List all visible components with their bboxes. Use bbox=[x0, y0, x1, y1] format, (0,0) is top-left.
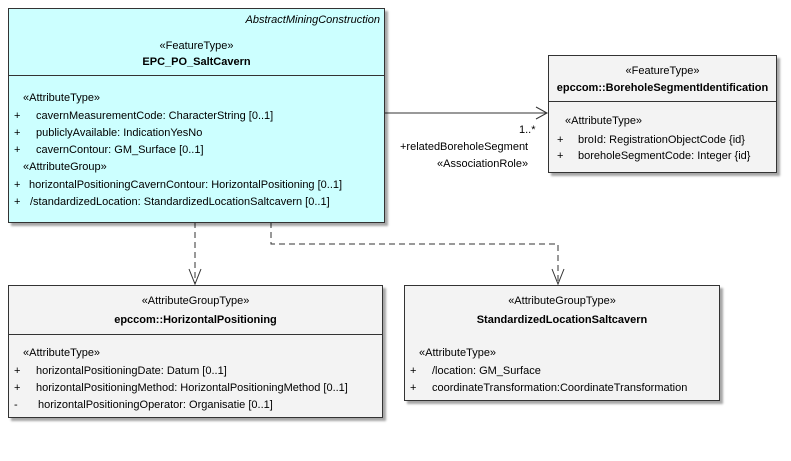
association-related-borehole-segment[interactable] bbox=[384, 106, 549, 120]
visibility-marker: + bbox=[14, 382, 21, 394]
attribute-text: cavernContour: GM_Surface [0..1] bbox=[36, 144, 204, 156]
attribute-row[interactable]: + coordinateTransformation:CoordinateTra… bbox=[405, 380, 719, 397]
compartment-divider bbox=[9, 334, 382, 335]
visibility-marker: + bbox=[14, 110, 21, 122]
attribute-text: horizontalPositioningOperator: Organisat… bbox=[38, 399, 273, 411]
association-multiplicity: 1..* bbox=[519, 124, 536, 136]
class-borehole-segment-identification[interactable]: «FeatureType» epccom::BoreholeSegmentIde… bbox=[548, 55, 777, 173]
class-name: epccom::HorizontalPositioning bbox=[114, 314, 277, 326]
attribute-text: cavernMeasurementCode: CharacterString [… bbox=[36, 110, 274, 122]
attribute-text: publiclyAvailable: IndicationYesNo bbox=[36, 127, 203, 139]
attribute-row[interactable]: + publiclyAvailable: IndicationYesNo bbox=[9, 125, 384, 142]
visibility-marker: + bbox=[410, 382, 417, 394]
attribute-section: «AttributeType» + /location: GM_Surface … bbox=[405, 346, 719, 397]
dependency-to-standardized-location[interactable] bbox=[270, 222, 565, 286]
section-stereotype: «AttributeType» bbox=[565, 115, 643, 127]
section-stereotype: «AttributeType» bbox=[23, 92, 101, 104]
attribute-row[interactable]: + horizontalPositioningMethod: Horizonta… bbox=[9, 380, 382, 397]
dependency-to-horizontal-positioning[interactable] bbox=[188, 222, 202, 286]
attribute-text: boreholeSegmentCode: Integer {id} bbox=[578, 150, 751, 162]
class-stereotype: «FeatureType» bbox=[159, 40, 234, 52]
class-epc-po-saltcavern[interactable]: AbstractMiningConstruction «FeatureType»… bbox=[8, 8, 385, 223]
class-name: epccom::BoreholeSegmentIdentification bbox=[556, 82, 769, 94]
attribute-row[interactable]: + /location: GM_Surface bbox=[405, 363, 719, 380]
section-stereotype: «AttributeType» bbox=[419, 347, 497, 359]
attribute-row[interactable]: + cavernContour: GM_Surface [0..1] bbox=[9, 142, 384, 159]
visibility-marker: + bbox=[410, 365, 417, 377]
attribute-section: «AttributeType» + cavernMeasurementCode:… bbox=[9, 91, 384, 211]
attribute-section: «AttributeType» + broId: RegistrationObj… bbox=[549, 114, 776, 164]
attribute-row[interactable]: + horizontalPositioningCavernContour: Ho… bbox=[9, 177, 384, 194]
attribute-row[interactable]: + horizontalPositioningDate: Datum [0..1… bbox=[9, 363, 382, 380]
attribute-row[interactable]: + broId: RegistrationObjectCode {id} bbox=[549, 132, 776, 148]
class-standardized-location-saltcavern[interactable]: «AttributeGroupType» StandardizedLocatio… bbox=[404, 285, 720, 401]
association-role-name: +relatedBoreholeSegment bbox=[400, 141, 529, 153]
abstract-parent-name: AbstractMiningConstruction bbox=[245, 14, 380, 26]
visibility-marker: + bbox=[14, 179, 21, 191]
visibility-marker: + bbox=[14, 144, 21, 156]
class-horizontal-positioning[interactable]: «AttributeGroupType» epccom::HorizontalP… bbox=[8, 285, 383, 418]
visibility-marker: - bbox=[14, 399, 18, 411]
class-stereotype: «FeatureType» bbox=[625, 65, 700, 77]
compartment-divider bbox=[9, 75, 384, 76]
visibility-marker: + bbox=[557, 134, 564, 146]
attribute-row[interactable]: + /standardizedLocation: StandardizedLoc… bbox=[9, 194, 384, 211]
compartment-divider bbox=[549, 101, 776, 102]
attribute-text: horizontalPositioningMethod: HorizontalP… bbox=[36, 382, 348, 394]
attribute-text: /standardizedLocation: StandardizedLocat… bbox=[30, 196, 330, 208]
section-stereotype: «AttributeGroup» bbox=[23, 161, 107, 173]
attribute-row[interactable]: - horizontalPositioningOperator: Organis… bbox=[9, 397, 382, 414]
class-name: EPC_PO_SaltCavern bbox=[142, 56, 251, 68]
association-role-stereotype: «AssociationRole» bbox=[437, 158, 529, 170]
section-stereotype: «AttributeType» bbox=[23, 347, 101, 359]
attribute-text: broId: RegistrationObjectCode {id} bbox=[578, 134, 745, 146]
attribute-section: «AttributeType» + horizontalPositioningD… bbox=[9, 346, 382, 414]
class-stereotype: «AttributeGroupType» bbox=[141, 295, 250, 307]
class-stereotype: «AttributeGroupType» bbox=[508, 295, 616, 307]
visibility-marker: + bbox=[14, 196, 21, 208]
attribute-text: coordinateTransformation:CoordinateTrans… bbox=[432, 382, 688, 394]
visibility-marker: + bbox=[14, 127, 21, 139]
visibility-marker: + bbox=[14, 365, 21, 377]
attribute-text: horizontalPositioningCavernContour: Hori… bbox=[29, 179, 343, 191]
attribute-row[interactable]: + boreholeSegmentCode: Integer {id} bbox=[549, 148, 776, 164]
class-name: StandardizedLocationSaltcavern bbox=[476, 314, 648, 326]
attribute-text: horizontalPositioningDate: Datum [0..1] bbox=[36, 365, 227, 377]
attribute-row[interactable]: + cavernMeasurementCode: CharacterString… bbox=[9, 108, 384, 125]
attribute-text: /location: GM_Surface bbox=[432, 365, 541, 377]
visibility-marker: + bbox=[557, 150, 564, 162]
